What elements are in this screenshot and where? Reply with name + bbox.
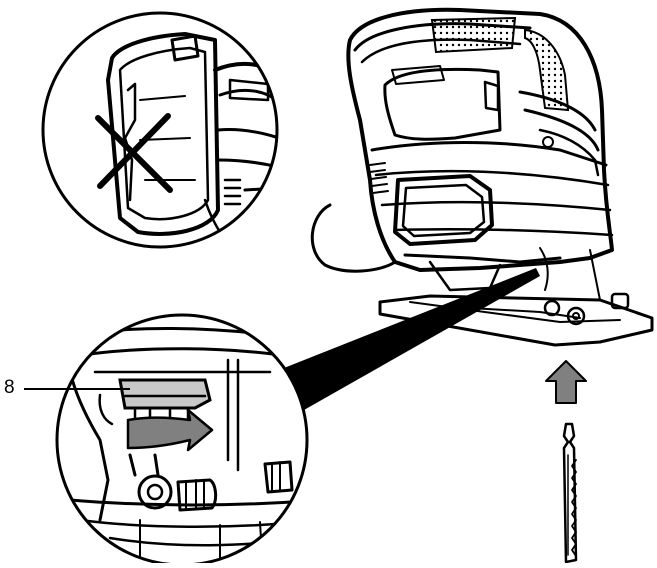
jigsaw-blade	[562, 422, 578, 564]
blade-clamp-detail-inset	[55, 313, 309, 567]
cross-icon	[95, 113, 173, 193]
up-arrow-icon	[545, 360, 587, 404]
rotate-arrow-icon	[126, 408, 214, 452]
magnifier-pointer	[284, 268, 540, 410]
incorrect-view-inset	[41, 11, 279, 249]
base-plate	[378, 249, 654, 347]
callout-number-8: 8	[4, 377, 15, 398]
jigsaw-body	[310, 7, 614, 292]
